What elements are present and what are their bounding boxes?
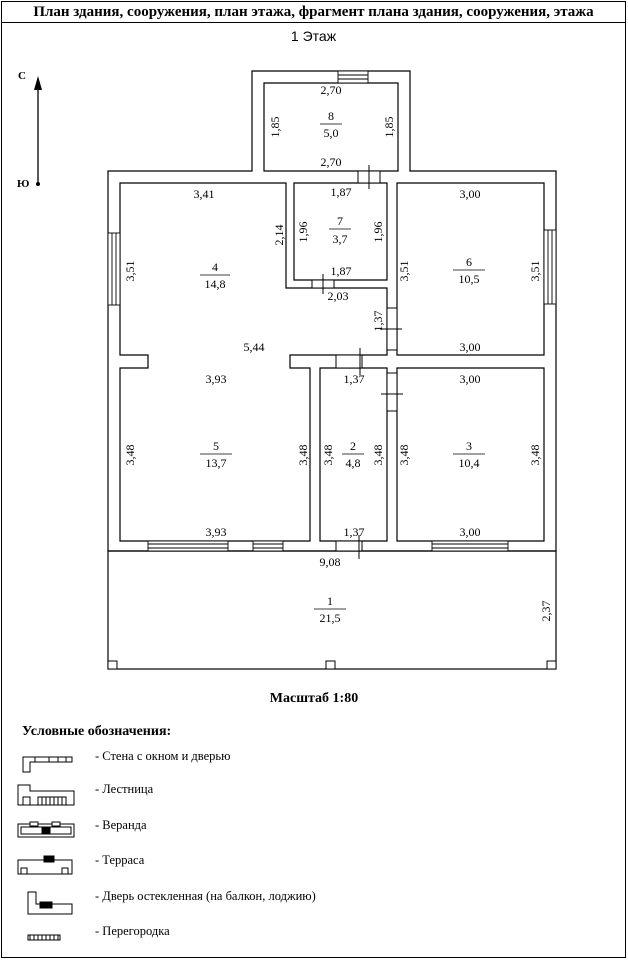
doors — [311, 165, 403, 559]
window — [431, 540, 509, 552]
dimension-label: 9,08 — [320, 555, 341, 569]
door — [380, 307, 402, 351]
dimension-label: 3,48 — [371, 445, 385, 466]
room-label: 4 14,8 — [200, 260, 230, 291]
terrace-icon — [17, 855, 73, 875]
door — [357, 165, 381, 189]
glazed-door-icon — [27, 891, 73, 915]
windows — [107, 70, 557, 552]
legend-item-label: - Лестница — [95, 782, 154, 796]
dimension-labels: 2,70 2,70 1,85 1,85 3,41 3,51 2,14 5,44 … — [123, 83, 553, 622]
dimension-label: 2,37 — [539, 601, 553, 622]
dimension-label: 1,37 — [344, 525, 365, 539]
dimension-label: 3,48 — [123, 445, 137, 466]
dimension-label: 3,00 — [460, 525, 481, 539]
dimension-label: 3,48 — [296, 445, 310, 466]
room-number: 8 — [328, 109, 334, 123]
room-label: 3 10,4 — [453, 439, 485, 470]
room-label: 6 10,5 — [453, 255, 485, 286]
dimension-label: 3,51 — [397, 261, 411, 282]
door — [381, 372, 403, 412]
veranda-icon — [17, 821, 75, 838]
room-label: 1 21,5 — [314, 594, 346, 625]
room-number: 6 — [466, 255, 472, 269]
dimension-label: 3,51 — [528, 261, 542, 282]
room-label: 7 3,7 — [329, 214, 351, 246]
room-number: 1 — [327, 594, 333, 608]
room-area: 10,5 — [459, 272, 480, 286]
scale-label: Масштаб 1:80 — [269, 691, 359, 706]
dimension-label: 1,85 — [268, 117, 282, 138]
room-area: 10,4 — [459, 456, 480, 470]
room-area: 13,7 — [206, 456, 227, 470]
compass-arrow-icon — [34, 76, 42, 90]
dimension-label: 2,14 — [272, 225, 286, 246]
dimension-label: 3,93 — [206, 372, 227, 386]
veranda-post — [107, 660, 118, 670]
room-number: 3 — [466, 439, 472, 453]
dimension-label: 1,87 — [331, 185, 352, 199]
room-area: 5,0 — [324, 126, 339, 140]
legend-symbols — [17, 756, 75, 941]
window — [107, 232, 121, 306]
compass-south-label: Ю — [17, 178, 29, 190]
compass: С Ю — [17, 70, 42, 190]
veranda-post — [546, 660, 557, 670]
window — [147, 540, 229, 552]
room-label: 5 13,7 — [200, 439, 232, 470]
door — [335, 535, 363, 559]
wall-window-door-icon — [22, 756, 73, 773]
door — [335, 348, 363, 375]
window — [543, 229, 557, 305]
dimension-label: 1,87 — [331, 264, 352, 278]
dimension-label: 3,48 — [397, 445, 411, 466]
compass-north-label: С — [18, 70, 26, 82]
room-labels: 8 5,0 7 3,7 4 14,8 6 10,5 5 13,7 2 4,8 — [200, 109, 485, 625]
window — [252, 540, 284, 552]
dimension-label: 3,48 — [528, 445, 542, 466]
dimension-label: 3,00 — [460, 187, 481, 201]
dimension-label: 3,00 — [460, 340, 481, 354]
floor-title: 1 Этаж — [290, 28, 337, 44]
legend-item-label: - Дверь остекленная (на балкон, лоджию) — [95, 889, 316, 903]
dimension-label: 2,70 — [321, 155, 342, 169]
dimension-label: 1,96 — [371, 222, 385, 243]
dimension-label: 1,37 — [371, 311, 385, 332]
partition-icon — [27, 934, 61, 941]
dimension-label: 3,93 — [206, 525, 227, 539]
legend-item-label: - Перегородка — [95, 924, 170, 938]
dimension-label: 5,44 — [244, 340, 265, 354]
room-number: 7 — [337, 214, 343, 228]
legend-item-label: - Терраса — [95, 853, 145, 867]
dimension-label: 1,37 — [344, 372, 365, 386]
room-area: 14,8 — [205, 277, 226, 291]
legend-title: Условные обозначения: — [22, 724, 172, 739]
room-number: 4 — [212, 260, 218, 274]
room-area: 21,5 — [320, 611, 341, 625]
room-area: 3,7 — [333, 232, 348, 246]
legend-item-label: - Веранда — [95, 818, 147, 832]
room-area: 4,8 — [346, 456, 361, 470]
dimension-label: 3,00 — [460, 372, 481, 386]
stairs-icon — [17, 784, 75, 806]
room-label: 8 5,0 — [320, 109, 342, 140]
compass-dot — [36, 182, 40, 186]
dimension-label: 3,41 — [194, 187, 215, 201]
room-number: 5 — [213, 439, 219, 453]
legend-item-label: - Стена с окном и дверью — [95, 749, 231, 763]
dimension-label: 2,70 — [321, 83, 342, 97]
room-number: 2 — [350, 439, 356, 453]
dimension-label: 2,03 — [328, 289, 349, 303]
window — [337, 70, 369, 84]
building-walls — [107, 70, 557, 552]
room-label: 2 4,8 — [342, 439, 364, 470]
veranda-post — [325, 660, 336, 670]
dimension-label: 3,48 — [321, 445, 335, 466]
dimension-label: 3,51 — [123, 261, 137, 282]
dimension-label: 1,85 — [382, 117, 396, 138]
door — [311, 274, 335, 294]
dimension-label: 1,96 — [296, 222, 310, 243]
page-title: План здания, сооружения, план этажа, фра… — [2, 2, 625, 23]
